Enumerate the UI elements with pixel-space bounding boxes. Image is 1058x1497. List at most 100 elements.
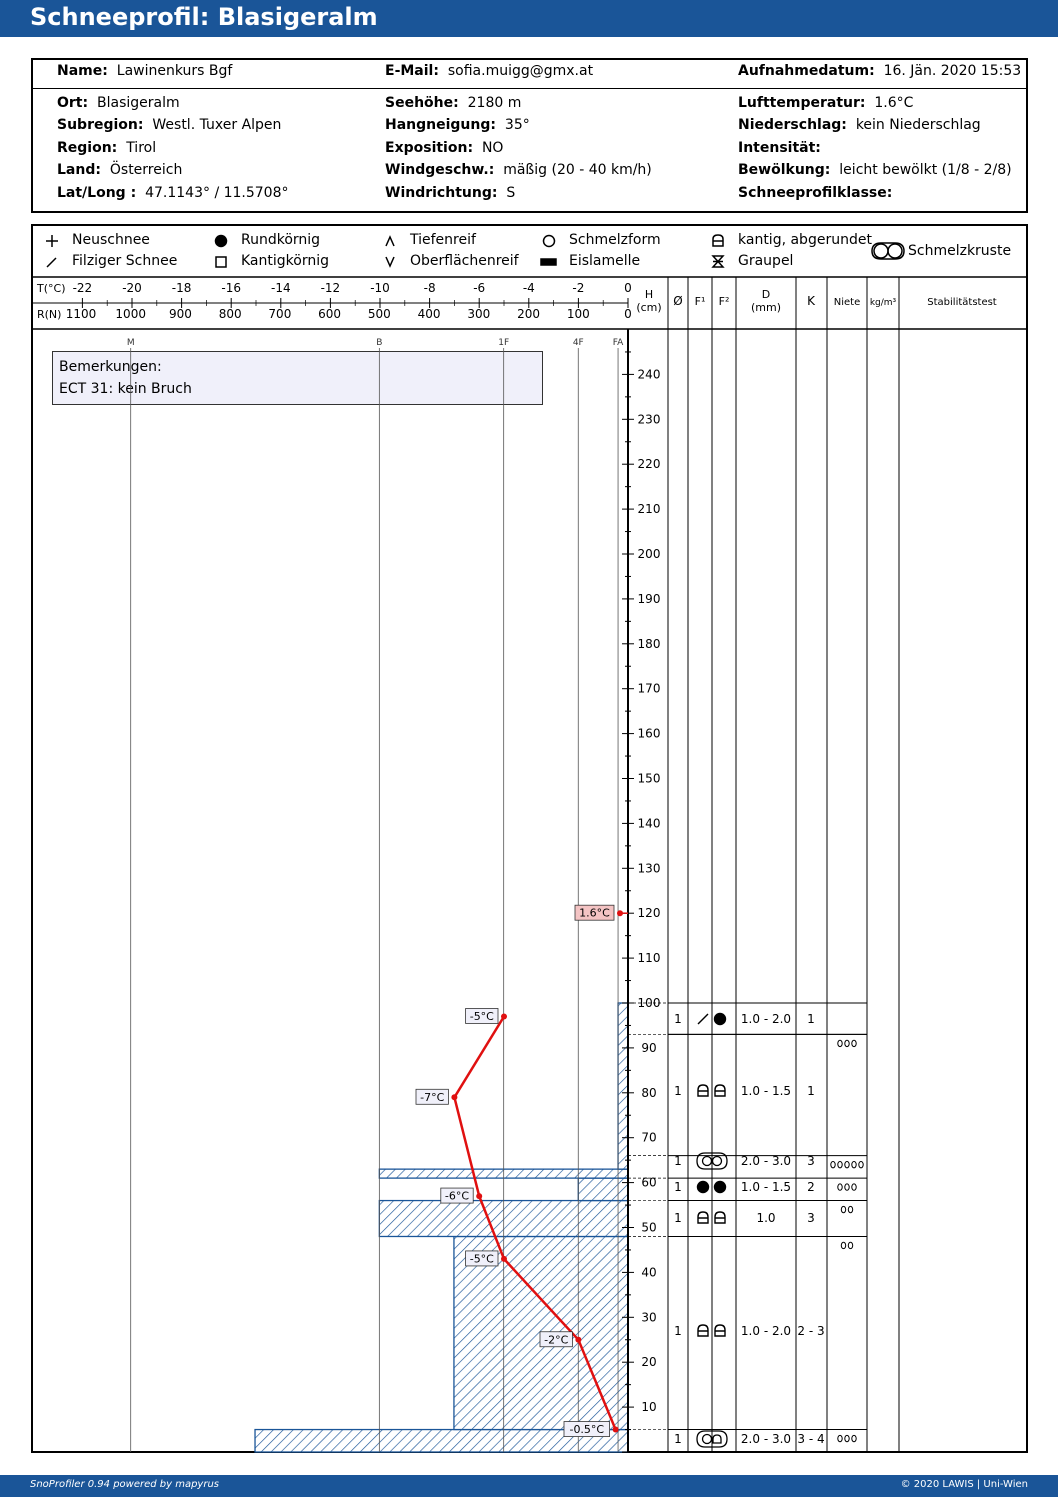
open-circle-icon	[542, 234, 556, 248]
bewoelkung-field: Bewölkung: leicht bewölkt (1/8 - 2/8)	[738, 162, 1012, 178]
legend-eislamelle: Eislamelle	[569, 253, 641, 269]
rounded-faceted-icon	[697, 1324, 709, 1337]
footer: SnoProfiler 0.94 powered by mapyrus © 20…	[0, 1475, 1058, 1497]
legend-graupel: Graupel	[738, 253, 794, 269]
rounded-faceted-icon	[714, 1324, 726, 1337]
layer-hardness: 3 - 4	[797, 1432, 824, 1446]
layer-count: 1	[674, 1324, 682, 1338]
temp-tick-label: -22	[73, 281, 93, 295]
email-field: E-Mail: sofia.muigg@gmx.at	[385, 63, 594, 79]
niete-mark	[840, 1205, 847, 1214]
temperature-point	[501, 1013, 507, 1020]
rounded-faceted-icon	[712, 234, 724, 247]
schneeprofilklasse-field: Schneeprofilklasse:	[738, 185, 893, 201]
height-tick-label: 180	[638, 637, 661, 651]
melt-crust-outline	[696, 1152, 728, 1170]
layer-count: 1	[674, 1180, 682, 1194]
resistance-tick-label: 400	[418, 307, 441, 321]
temperature-label-box	[415, 1088, 449, 1105]
caret-up-icon	[385, 235, 395, 247]
temp-tick-label: -16	[221, 281, 241, 295]
temperature-label-box	[539, 1331, 573, 1348]
square-icon	[215, 256, 227, 268]
height-tick-label: 60	[641, 1176, 656, 1190]
temperature-label: -6°C	[445, 1190, 469, 1203]
melt-crust-icon	[696, 1152, 728, 1170]
air-temperature-label: 1.6°C	[579, 907, 610, 920]
temperature-point	[612, 1426, 619, 1433]
layer-count: 1	[674, 1084, 682, 1098]
date-field: Aufnahmedatum: 16. Jän. 2020 15:53	[738, 63, 1022, 79]
resistance-tick-label: 600	[318, 307, 341, 321]
filzig-icon	[697, 1013, 709, 1025]
resistance-block	[378, 1168, 629, 1179]
niederschlag-field: Niederschlag: kein Niederschlag	[738, 117, 981, 133]
graupel-icon	[711, 255, 725, 268]
name-field: Name: Lawinenkurs Bgf	[57, 63, 233, 79]
temp-tick-label: -10	[370, 281, 390, 295]
kantig_abg-icon	[697, 1324, 709, 1337]
layer-hardness: 1	[807, 1012, 815, 1026]
melt-crust-icon	[696, 1430, 728, 1448]
legend-kantig-abgerundet: kantig, abgerundet	[738, 232, 872, 248]
resistance-axis-label: R(N)	[37, 308, 61, 321]
hardness-ref-label: M	[127, 338, 135, 348]
temperature-label: -7°C	[420, 1091, 444, 1104]
rund-icon	[713, 1180, 727, 1194]
niete-mark	[847, 1205, 854, 1214]
col-size: D	[762, 288, 770, 301]
height-tick-label: 220	[638, 457, 661, 471]
resistance-tick-label: 1000	[115, 307, 146, 321]
seehoehe-field: Seehöhe: 2180 m	[385, 95, 522, 111]
height-tick-label: 140	[638, 816, 661, 830]
niete-mark	[837, 1434, 843, 1443]
resistance-tick-label: 200	[517, 307, 540, 321]
legend-kantigkoernig: Kantigkörnig	[241, 253, 329, 269]
col-diameter: Ø	[673, 294, 682, 308]
melt-circle-icon	[701, 1155, 713, 1167]
layer-size: 2.0 - 3.0	[741, 1432, 791, 1446]
temp-tick-label: 0	[624, 281, 632, 295]
height-tick-label: 160	[638, 727, 661, 741]
rund-icon	[713, 1012, 727, 1026]
filled-circle-icon	[713, 1012, 727, 1026]
intensitaet-field: Intensität:	[738, 140, 821, 156]
resistance-tick-label: 100	[567, 307, 590, 321]
metadata-box	[31, 58, 1028, 213]
niete-mark	[830, 1160, 836, 1169]
legend-schmelzkruste: Schmelzkruste	[908, 243, 1012, 259]
col-k: K	[807, 294, 816, 308]
layer-size: 1.0 - 1.5	[741, 1084, 791, 1098]
layer-count: 1	[674, 1012, 682, 1026]
niete-mark	[844, 1183, 850, 1191]
layer-hardness: 1	[807, 1084, 815, 1098]
footer-right: © 2020 LAWIS | Uni-Wien	[900, 1479, 1028, 1490]
filled-circle-icon	[713, 1180, 727, 1194]
height-tick-label: 50	[641, 1221, 656, 1235]
layer-size: 1.0 - 2.0	[741, 1324, 791, 1338]
temperature-label: -0.5°C	[569, 1423, 604, 1436]
resistance-tick-label: 800	[219, 307, 242, 321]
temperature-point	[575, 1336, 582, 1343]
temp-tick-label: -14	[271, 281, 291, 295]
temp-tick-label: -18	[172, 281, 192, 295]
layer-size: 1.0	[756, 1211, 775, 1225]
resistance-block	[378, 1199, 629, 1238]
rounded-faceted-icon	[714, 1084, 726, 1097]
legend-box	[31, 224, 1028, 1453]
height-tick-label: 120	[638, 906, 661, 920]
ice-lens-icon	[540, 258, 557, 266]
height-tick-label: 210	[638, 502, 661, 516]
ort-field: Ort: Blasigeralm	[57, 95, 180, 111]
legend-schmelzform: Schmelzform	[569, 232, 661, 248]
resistance-tick-label: 300	[467, 307, 490, 321]
temp-tick-label: -8	[424, 281, 436, 295]
kantig_abg-icon	[714, 1324, 726, 1337]
height-tick-label: 20	[641, 1355, 656, 1369]
temperature-point	[501, 1255, 507, 1262]
height-tick-label: 170	[638, 682, 661, 696]
temperature-label-box	[465, 1250, 499, 1267]
resistance-tick-label: 900	[169, 307, 192, 321]
legend-tiefenreif: Tiefenreif	[410, 232, 476, 248]
